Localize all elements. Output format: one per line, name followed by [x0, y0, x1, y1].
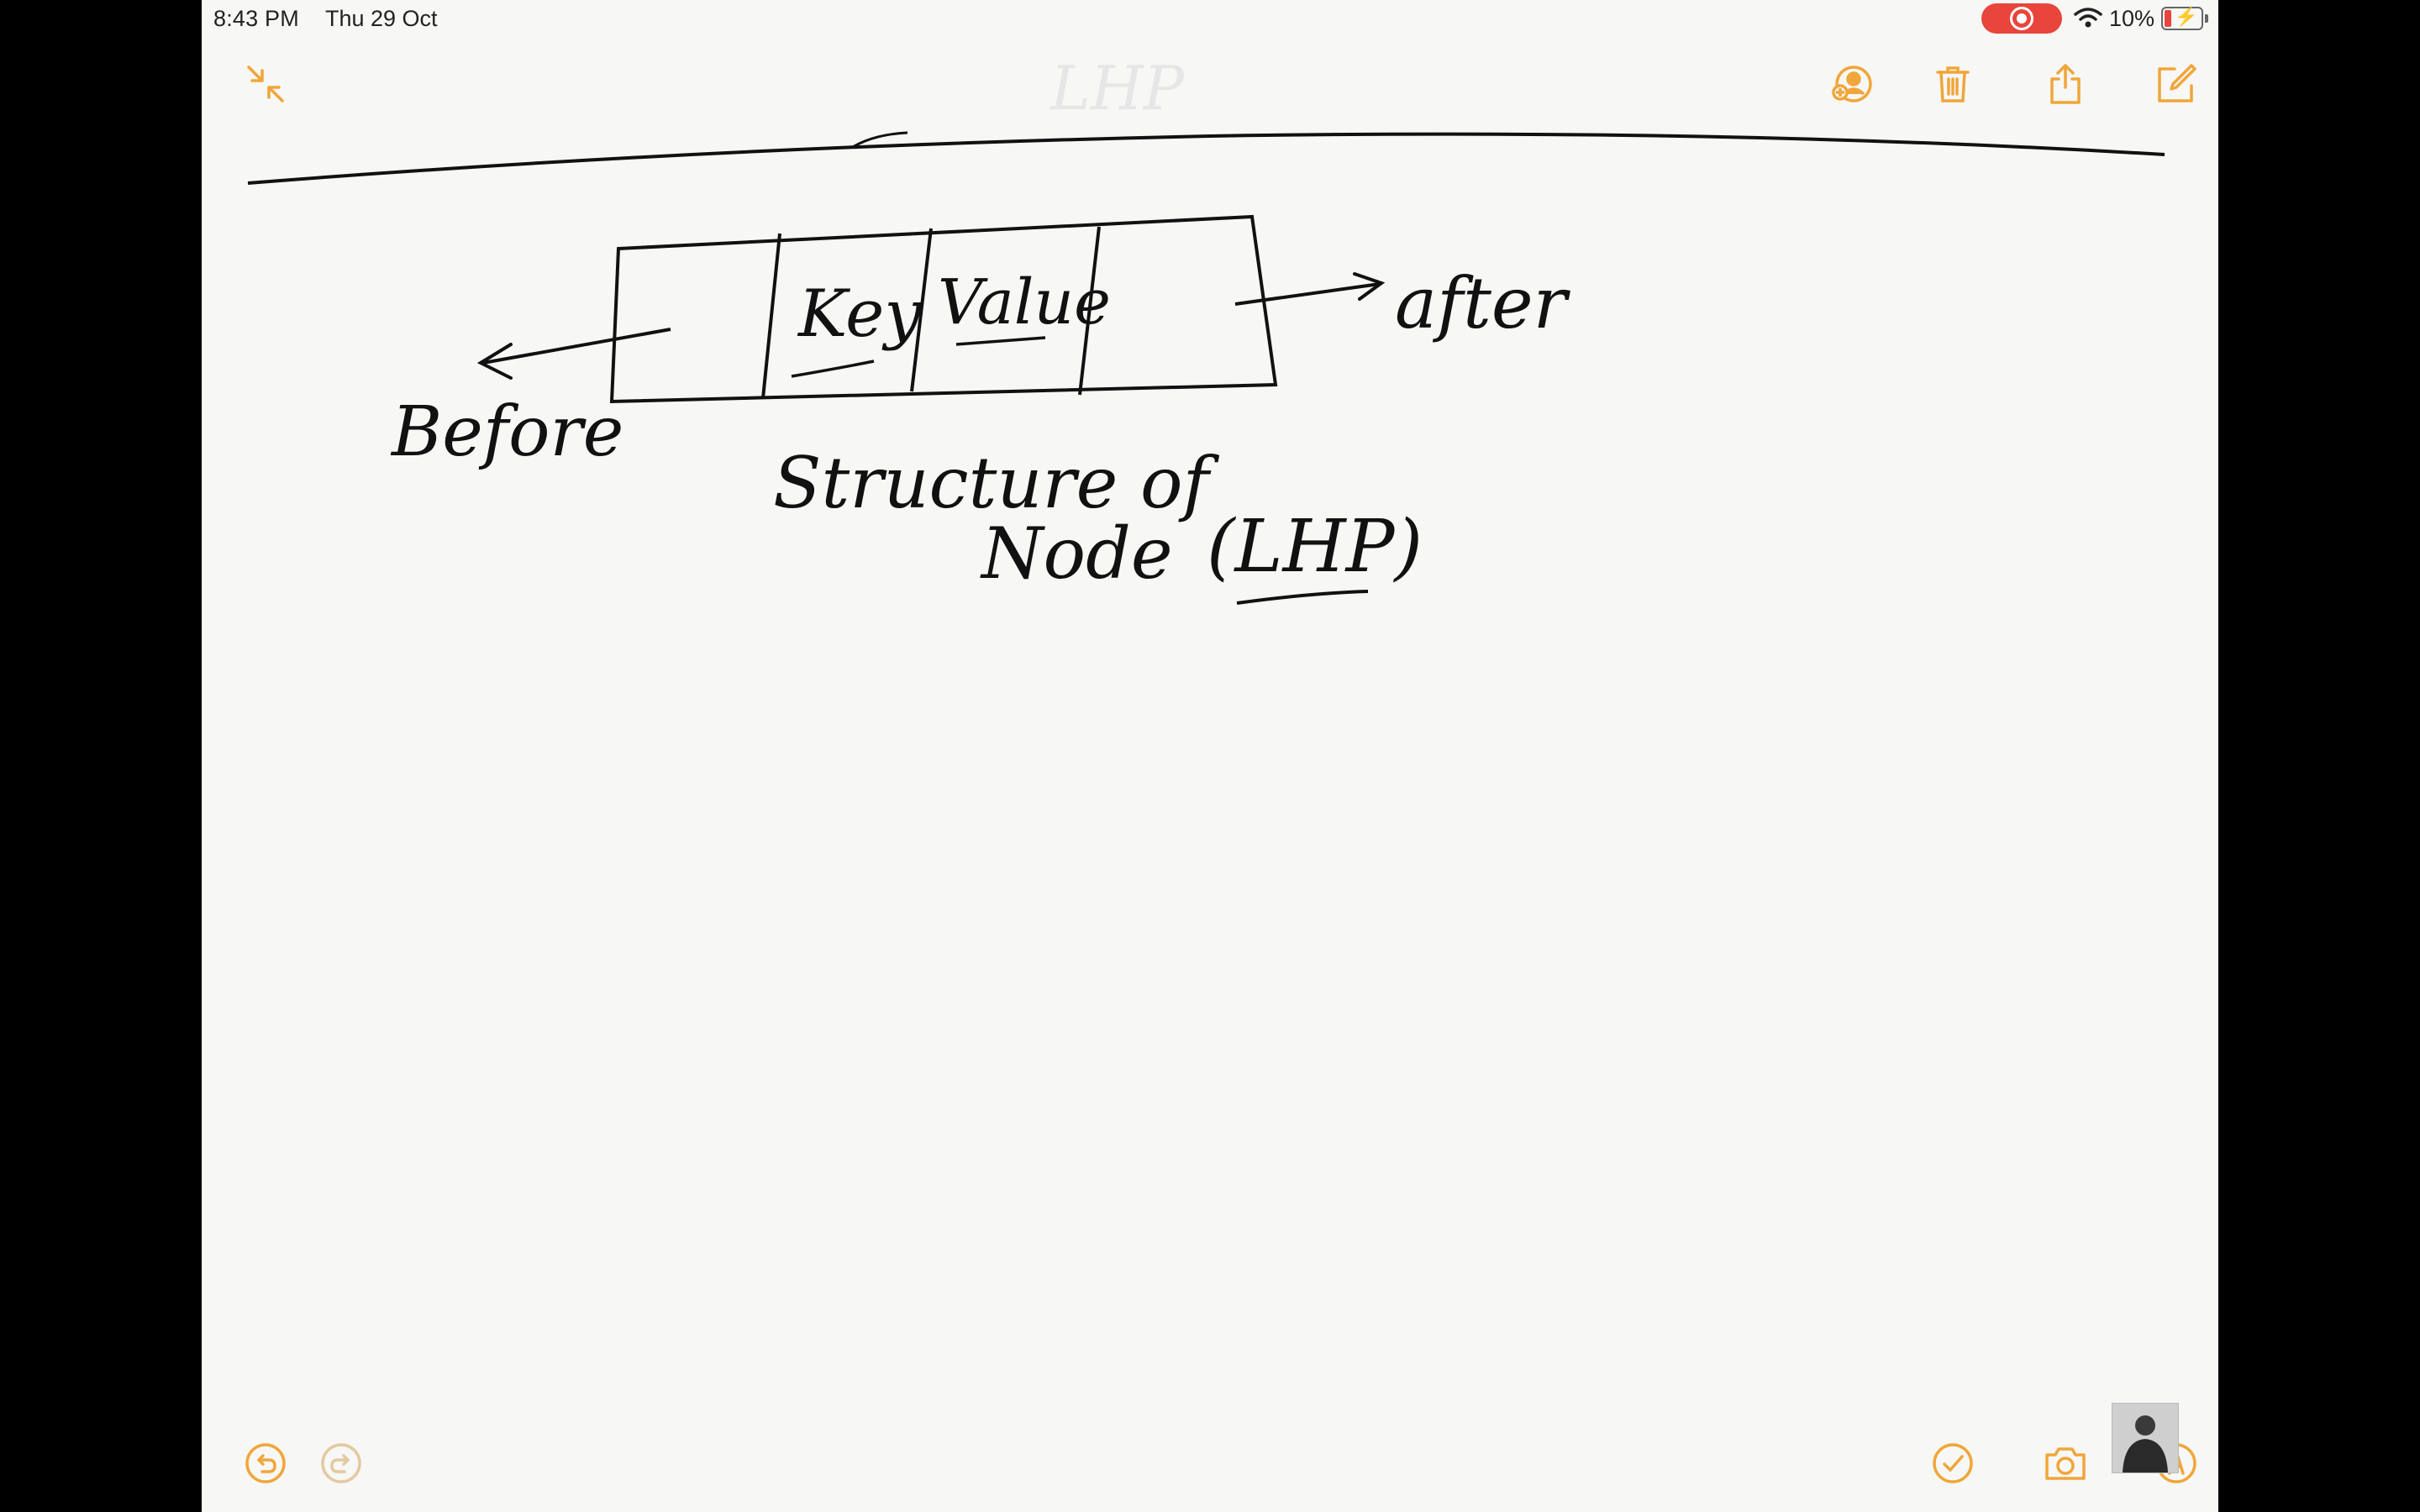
cell-key-label: Key: [797, 276, 922, 352]
separator-mark: [852, 131, 908, 149]
caption-tag: (LHP): [1207, 505, 1423, 589]
before-arrowhead: [476, 343, 513, 380]
status-date: Thu 29 Oct: [325, 6, 438, 31]
drawing-canvas[interactable]: LHP Key Value after Before Structure of …: [202, 0, 2218, 1512]
value-underline: [955, 336, 1046, 346]
after-arrowhead: [1353, 272, 1386, 301]
node-divider-2: [910, 228, 933, 392]
status-bar: 8:43 PM Thu 29 Oct 10% ⚡: [202, 0, 2218, 37]
compose-icon[interactable]: [2151, 59, 2202, 109]
caption-line2: Node: [980, 512, 1173, 595]
collaborate-person-icon[interactable]: [1827, 59, 1877, 109]
after-arrow-line: [1234, 282, 1381, 306]
record-icon: [2010, 7, 2033, 30]
label-before: Before: [390, 392, 623, 472]
caption-line1: Structure of: [773, 442, 1220, 524]
checklist-icon[interactable]: [1928, 1438, 1978, 1488]
key-underline: [791, 360, 875, 378]
cell-value-label: Value: [938, 266, 1111, 339]
notes-screen: 8:43 PM Thu 29 Oct 10% ⚡: [202, 0, 2218, 1512]
label-after: after: [1395, 262, 1571, 344]
undo-icon[interactable]: [240, 1438, 291, 1488]
trash-icon[interactable]: [1928, 59, 1978, 109]
status-time: 8:43 PM: [213, 6, 299, 31]
caption-tag-underline: [1236, 590, 1369, 605]
redo-icon[interactable]: [316, 1438, 366, 1488]
separator-line: [247, 132, 2165, 185]
node-divider-3: [1078, 226, 1101, 396]
node-divider-1: [761, 233, 781, 399]
screen-recording-indicator[interactable]: [1981, 3, 2062, 34]
webcam-thumbnail: [2112, 1403, 2179, 1473]
battery-icon: ⚡: [2161, 6, 2208, 30]
node-box: [609, 214, 1278, 404]
before-arrow-line: [482, 328, 671, 365]
collapse-arrows-icon[interactable]: [240, 59, 291, 109]
camera-icon[interactable]: [2040, 1438, 2091, 1488]
battery-percent: 10%: [2109, 6, 2155, 31]
share-icon[interactable]: [2040, 59, 2091, 109]
wifi-icon: [2074, 8, 2102, 28]
faded-header-text: LHP: [1049, 53, 1186, 123]
